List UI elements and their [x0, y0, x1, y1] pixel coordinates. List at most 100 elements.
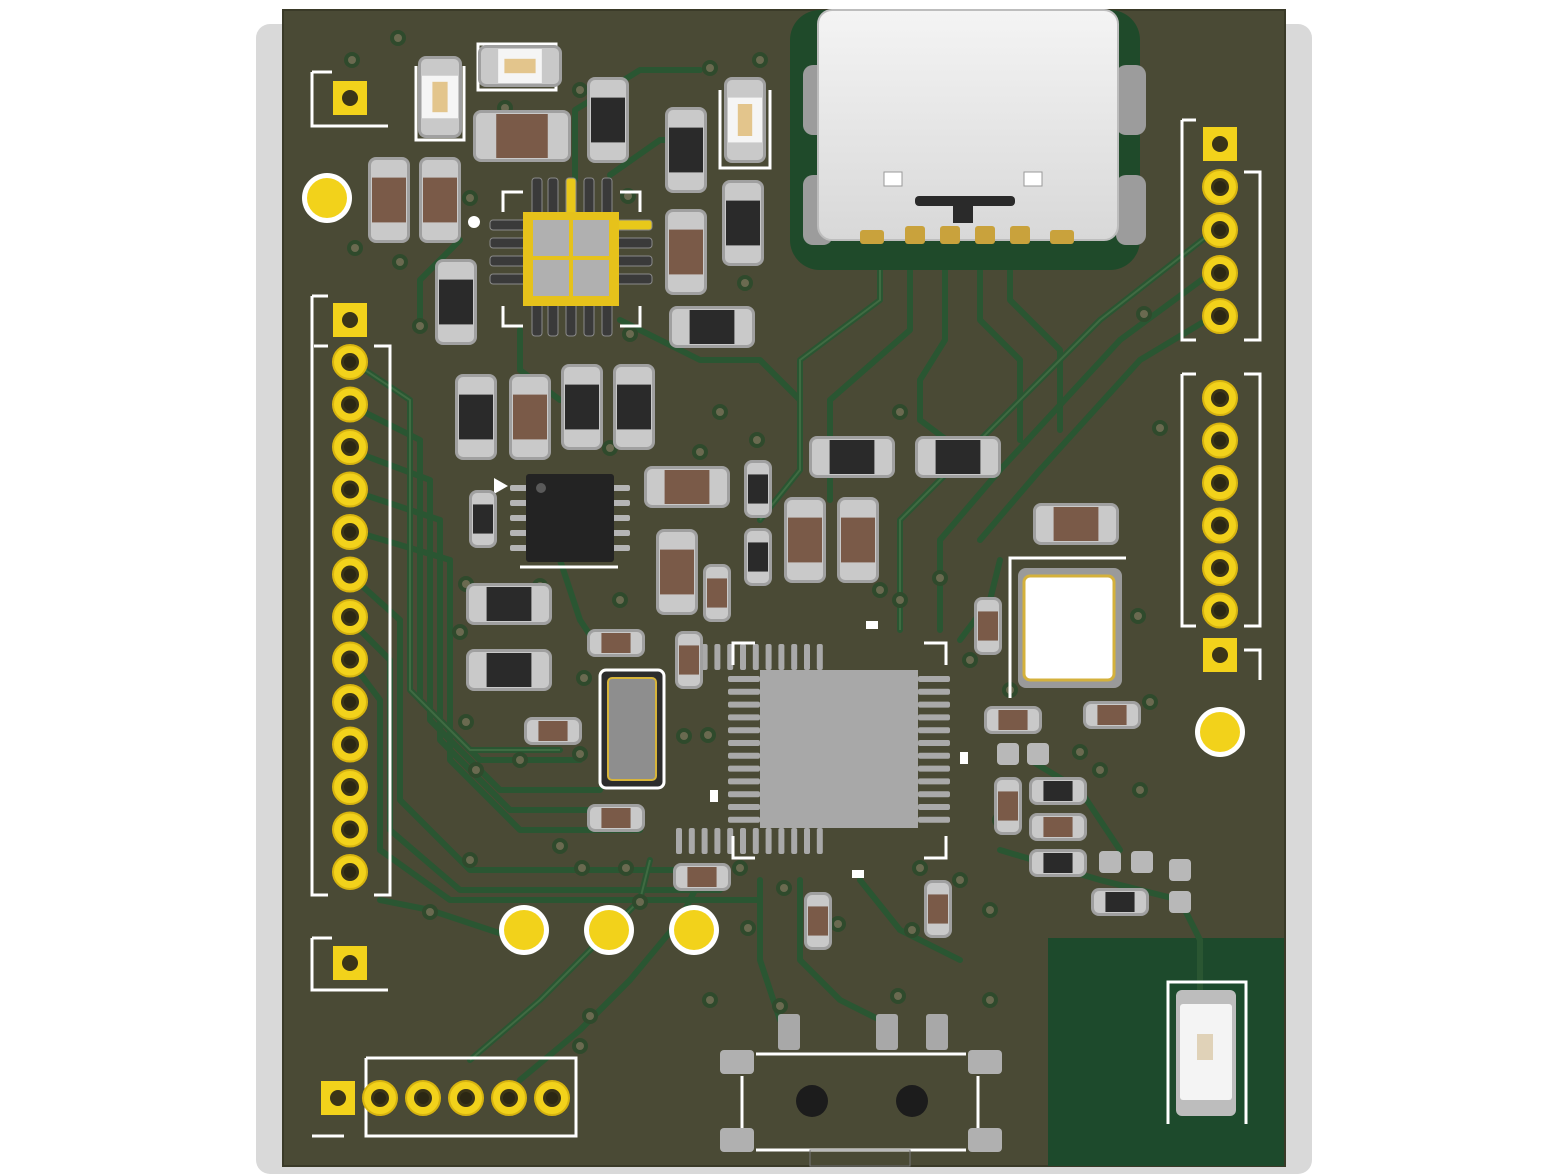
mcu-pin — [701, 644, 708, 670]
mcu-pin — [728, 804, 760, 810]
header-hole-inner — [344, 568, 356, 581]
via-hole — [1140, 310, 1148, 318]
header-hole-inner — [344, 653, 356, 666]
via-hole — [986, 906, 994, 914]
mcu-pin — [918, 676, 950, 682]
resistor-smd — [984, 706, 1042, 734]
capacitor-smd — [469, 490, 497, 548]
header-hole-inner — [1214, 562, 1226, 574]
mcu-pin — [714, 828, 721, 854]
resistor-smd — [673, 863, 731, 891]
via-hole — [1156, 424, 1164, 432]
mcu-pin — [778, 828, 785, 854]
via-hole — [704, 731, 712, 739]
header-hole-inner — [344, 738, 356, 751]
smd-pad — [1027, 743, 1049, 765]
test-pads — [302, 173, 1245, 955]
smd-pad — [1169, 891, 1191, 913]
mcu-pin — [918, 816, 950, 823]
via-hole — [462, 718, 470, 726]
resistor-smd — [784, 497, 826, 583]
capacitor-smd — [435, 259, 477, 345]
led-smd — [478, 45, 562, 87]
capacitor-smd — [809, 436, 895, 478]
via-hole — [351, 244, 359, 252]
via-hole — [456, 628, 464, 636]
mcu-pin — [728, 727, 760, 734]
capacitor-smd — [455, 374, 497, 460]
header-hole-inner — [417, 1092, 429, 1104]
via-hole — [1136, 786, 1144, 794]
via-hole — [616, 596, 624, 604]
header-hole-inner — [1214, 477, 1226, 489]
capacitor-smd — [466, 649, 552, 691]
mcu-pin — [728, 688, 760, 695]
via-hole — [696, 448, 704, 456]
resistor-smd — [524, 717, 582, 745]
mcu-pin — [728, 778, 760, 785]
via-hole — [986, 996, 994, 1004]
passive-components — [368, 45, 1191, 950]
header-hole-inner — [1214, 434, 1226, 447]
mcu-pin — [728, 752, 760, 759]
header-hole — [342, 90, 358, 106]
mcu-pin — [740, 828, 746, 854]
mcu-pin — [791, 828, 798, 854]
header-hole — [342, 955, 358, 971]
via-hole — [394, 34, 402, 42]
via-hole — [472, 766, 480, 774]
resistor-smd — [1083, 701, 1141, 729]
capacitor-smd — [744, 460, 772, 518]
via-hole — [706, 64, 714, 72]
via-hole — [426, 908, 434, 916]
via-hole — [936, 574, 944, 582]
crystal-oscillator-smd — [1008, 556, 1126, 698]
mcu-pin — [765, 644, 772, 670]
capacitor-smd — [1091, 888, 1149, 916]
mcu-pin — [918, 791, 950, 798]
mcu-pin — [714, 644, 721, 670]
tssop-ic — [494, 474, 630, 569]
header-hole — [330, 1090, 346, 1106]
resistor-smd — [587, 804, 645, 832]
mcu-pin — [816, 644, 823, 670]
via-hole — [578, 864, 586, 872]
via-hole — [580, 674, 588, 682]
test-pad — [504, 910, 544, 950]
mcu-pin — [918, 688, 950, 695]
capacitor-smd — [744, 528, 772, 586]
resistor-smd — [1033, 503, 1119, 545]
resistor-smd — [837, 497, 879, 583]
header-hole-inner — [1214, 267, 1226, 279]
silkscreen-outlines — [310, 42, 1262, 1138]
pin-header-icon — [321, 81, 1238, 1116]
mcu-pin — [728, 765, 760, 772]
header-hole-inner — [344, 696, 356, 708]
led-smd — [724, 77, 766, 163]
via-hole — [626, 330, 634, 338]
via-hole — [348, 56, 356, 64]
via-hole — [716, 408, 724, 416]
mcu-pin — [804, 828, 810, 854]
mcu-pin — [791, 644, 798, 670]
via-hole — [576, 86, 584, 94]
capacitor-smd — [613, 364, 655, 450]
mcu-pin — [688, 828, 695, 854]
mcu-pin — [918, 740, 950, 746]
via-hole — [556, 842, 564, 850]
smd-pad — [1099, 851, 1121, 873]
mcu-pin — [918, 701, 950, 708]
mcu-pin — [728, 816, 760, 823]
header-hole-inner — [546, 1092, 558, 1104]
via-hole — [466, 856, 474, 864]
via-hole — [753, 436, 761, 444]
resistor-smd — [419, 157, 461, 243]
via-hole — [744, 924, 752, 932]
mcu-pin — [701, 828, 708, 854]
mcu-pin — [804, 644, 810, 670]
header-hole — [342, 312, 358, 328]
copper-pour-region — [1048, 938, 1284, 1166]
via-hole — [586, 1012, 594, 1020]
via-hole — [894, 992, 902, 1000]
via-hole — [466, 194, 474, 202]
